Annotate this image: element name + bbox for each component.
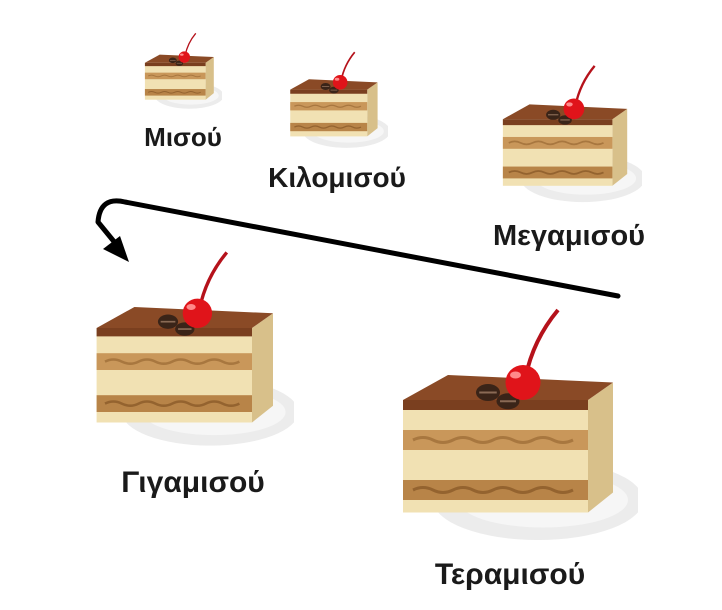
tiramisu-image-mega [501, 64, 642, 204]
dessert-label-mega: Μεγαμισού [492, 220, 646, 252]
tiramisu-image-half [144, 32, 222, 110]
tiramisu-image-giga [94, 250, 294, 448]
tiramisu-image-tera [401, 308, 638, 542]
dessert-label-tera: Τεραμισού [434, 558, 586, 591]
dessert-label-half: Μισού [144, 122, 222, 152]
tiramisu-image-kilo [289, 51, 388, 149]
dessert-label-kilo: Κιλομισού [268, 162, 406, 193]
dessert-label-giga: Γιγαμισού [121, 466, 265, 499]
